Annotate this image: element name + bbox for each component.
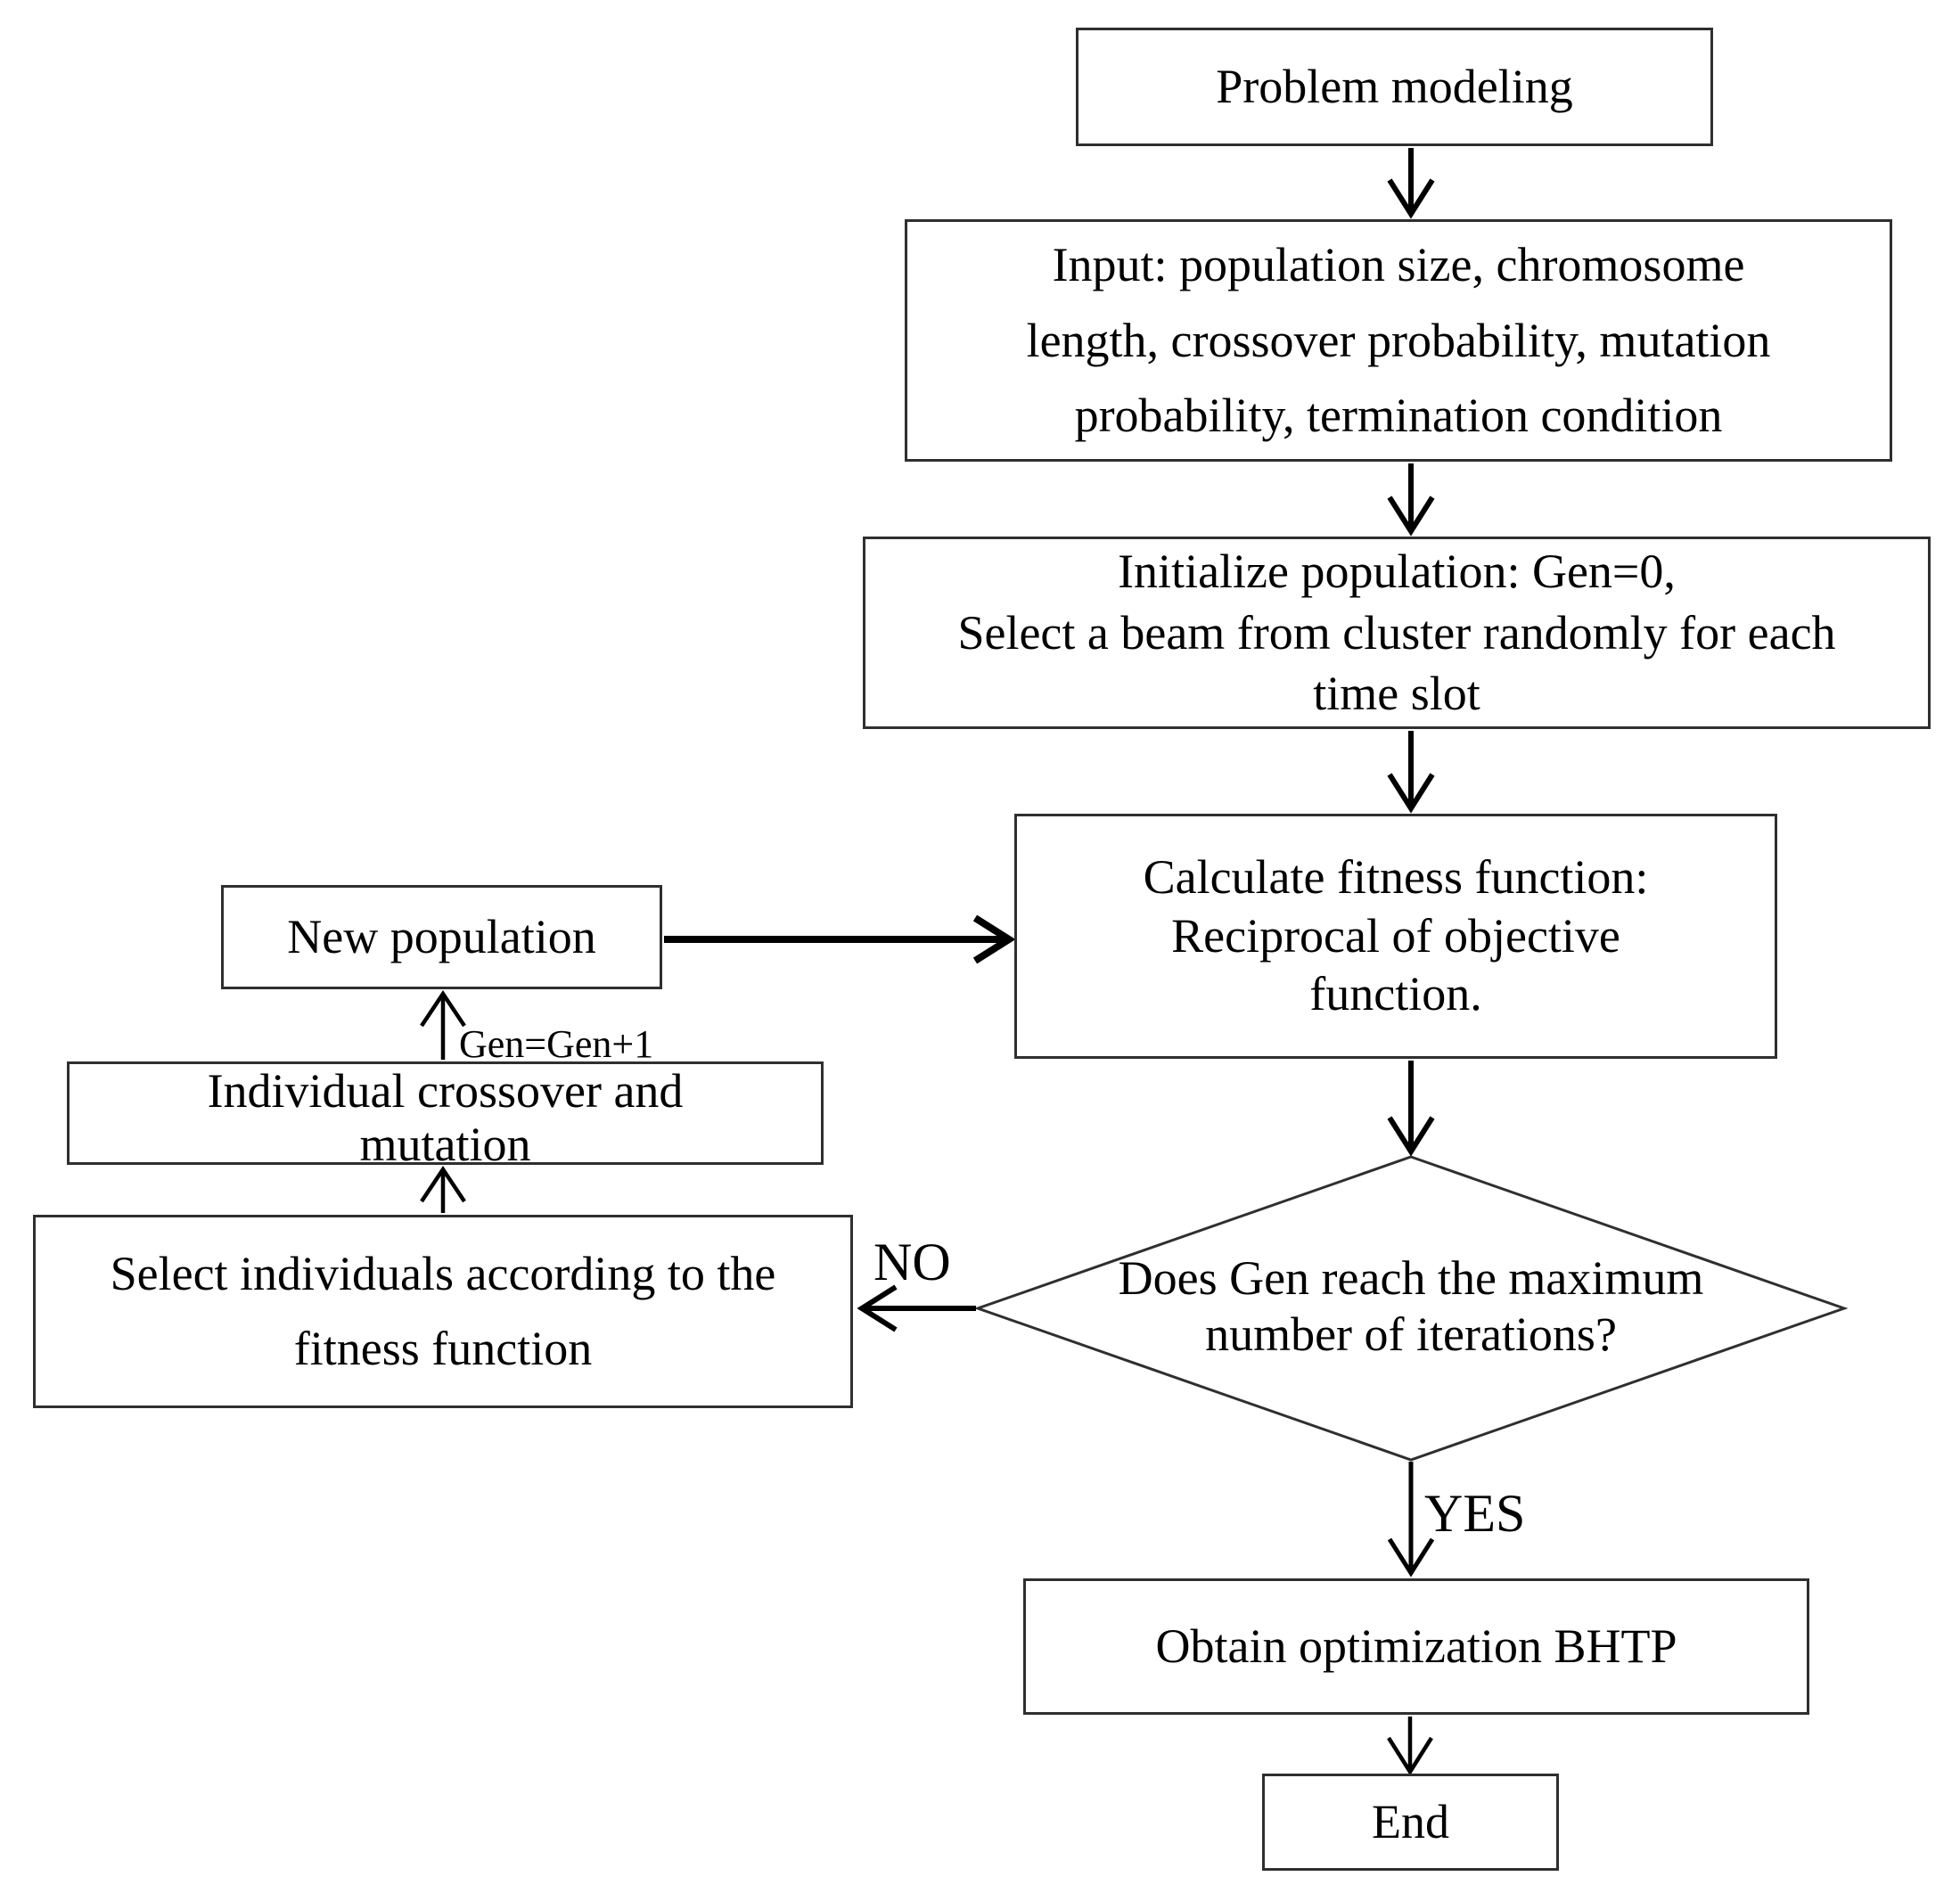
node-crossover-mutation: Individual crossover and mutation bbox=[67, 1061, 824, 1171]
arrow-problem-to-input bbox=[1387, 148, 1435, 219]
arrow-input-to-initialize bbox=[1387, 463, 1435, 537]
arrow-crossover-to-newpopulation bbox=[420, 989, 466, 1060]
arrow-decision-to-obtain bbox=[1387, 1462, 1435, 1578]
node-calculate-fitness: Calculate fitness function: Reciprocal o… bbox=[1014, 814, 1777, 1059]
node-obtain-bhtp: Obtain optimization BHTP bbox=[1023, 1578, 1809, 1715]
arrow-select-to-crossover bbox=[420, 1165, 466, 1213]
node-problem-modeling: Problem modeling bbox=[1076, 28, 1713, 146]
arrow-decision-to-select bbox=[857, 1284, 976, 1332]
arrow-obtain-to-end bbox=[1387, 1717, 1433, 1776]
edge-label-yes: YES bbox=[1424, 1484, 1526, 1543]
arrow-newpopulation-to-calculate bbox=[664, 914, 1016, 964]
node-initialize-population: Initialize population: Gen=0, Select a b… bbox=[863, 537, 1931, 729]
node-decision-max-iterations: Does Gen reach the maximum number of ite… bbox=[1118, 1250, 1704, 1361]
node-end: End bbox=[1262, 1774, 1559, 1871]
arrow-initialize-to-calculate bbox=[1387, 731, 1435, 814]
edge-label-gen-increment: Gen=Gen+1 bbox=[459, 1022, 654, 1066]
decision-diamond-shape bbox=[973, 1155, 1849, 1462]
edge-label-no: NO bbox=[873, 1233, 951, 1291]
arrow-calculate-to-decision bbox=[1387, 1061, 1435, 1157]
node-select-individuals: Select individuals according to the fitn… bbox=[33, 1215, 853, 1408]
node-new-population: New population bbox=[221, 885, 662, 989]
node-input-parameters: Input: population size, chromosome lengt… bbox=[905, 219, 1892, 462]
